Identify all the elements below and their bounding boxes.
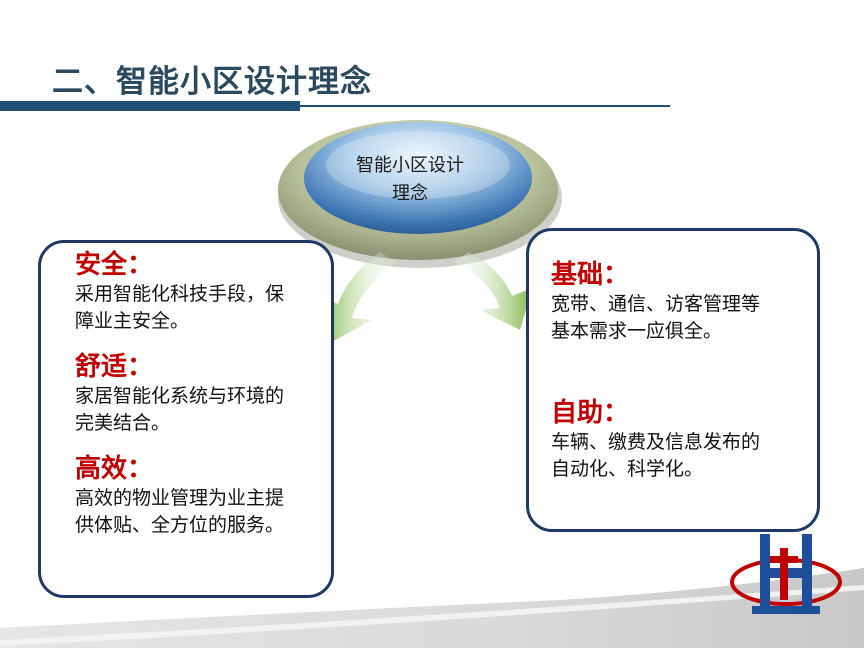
section-heading: 基础： <box>551 260 630 290</box>
company-logo <box>730 534 842 614</box>
right-card: 基础： 宽带、通信、访客管理等 基本需求一应俱全。 自助： 车辆、缴费及信息发布… <box>526 228 820 532</box>
title-underline-thick <box>0 101 300 111</box>
section-self-service: 自助： 车辆、缴费及信息发布的 自动化、科学化。 <box>551 397 760 483</box>
section-heading: 自助： <box>551 398 630 428</box>
left-card-content: 安全： 采用智能化科技手段，保 障业主安全。 舒适： 家居智能化系统与环境的 完… <box>75 249 284 555</box>
section-text-line: 基本需求一应俱全。 <box>551 320 723 342</box>
section-basic: 基础： 宽带、通信、访客管理等 基本需求一应俱全。 <box>551 259 760 345</box>
right-arrow-icon <box>455 252 532 330</box>
section-text-line: 宽带、通信、访客管理等 <box>551 293 761 315</box>
hub-label-line2: 理念 <box>392 183 428 204</box>
hub-label: 智能小区设计 理念 <box>330 152 490 208</box>
section-text-line: 家居智能化系统与环境的 <box>75 385 285 407</box>
section-text-line: 供体贴、全方位的服务。 <box>75 514 285 536</box>
section-heading: 舒适： <box>75 352 154 382</box>
section-text-line: 障业主安全。 <box>75 310 190 332</box>
left-card: 安全： 采用智能化科技手段，保 障业主安全。 舒适： 家居智能化系统与环境的 完… <box>38 240 334 598</box>
section-text-line: 采用智能化科技手段，保 <box>75 283 285 305</box>
right-card-content: 基础： 宽带、通信、访客管理等 基本需求一应俱全。 自助： 车辆、缴费及信息发布… <box>551 259 760 499</box>
section-text-line: 高效的物业管理为业主提 <box>75 487 285 509</box>
section-comfort: 舒适： 家居智能化系统与环境的 完美结合。 <box>75 351 284 437</box>
section-text-line: 自动化、科学化。 <box>551 458 704 480</box>
section-safety: 安全： 采用智能化科技手段，保 障业主安全。 <box>75 249 284 335</box>
slide-title: 二、智能小区设计理念 <box>52 64 372 100</box>
hub-label-line1: 智能小区设计 <box>356 155 464 176</box>
section-heading: 安全： <box>75 250 154 280</box>
section-text-line: 完美结合。 <box>75 412 171 434</box>
title-underline-thin <box>300 105 670 107</box>
section-text-line: 车辆、缴费及信息发布的 <box>551 431 761 453</box>
section-efficiency: 高效： 高效的物业管理为业主提 供体贴、全方位的服务。 <box>75 453 284 539</box>
left-arrow-icon <box>318 252 395 342</box>
section-heading: 高效： <box>75 454 154 484</box>
